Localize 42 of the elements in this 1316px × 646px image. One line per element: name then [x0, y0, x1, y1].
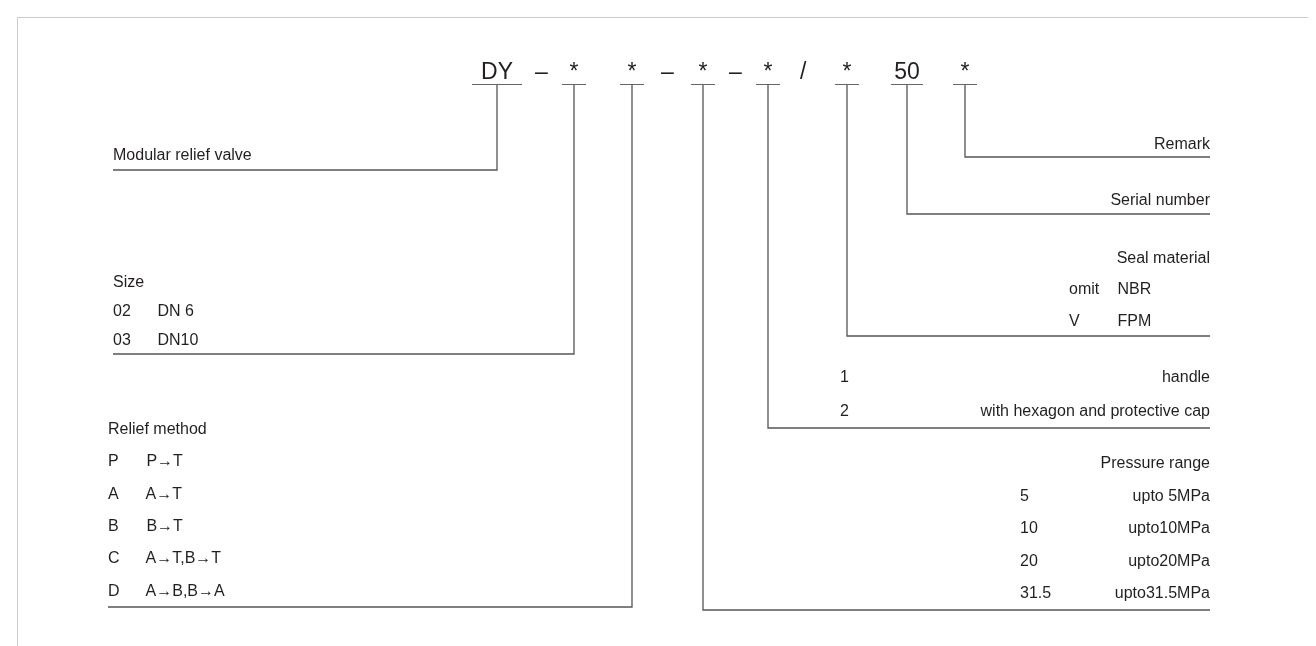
option-row-text: 03 DN10 [113, 330, 200, 350]
option-row-text: A A→T [108, 483, 183, 504]
option-row-text: 10 upto10MPa [1020, 518, 1210, 539]
leader-line [112, 84, 498, 171]
option-row-text: 31.5 upto31.5MPa [1020, 583, 1210, 604]
section-heading: Pressure range [1099, 453, 1210, 473]
option-row-text: D A→B,B→A [108, 580, 226, 601]
section-heading: Seal material [1115, 248, 1210, 268]
leader-line [702, 84, 1211, 611]
description-text: Serial number [1109, 190, 1210, 210]
code-segment: * [835, 58, 859, 85]
code-segment: * [691, 58, 715, 85]
option-row-text: 2 with hexagon and protective cap [840, 401, 1210, 421]
code-segment: 50 [891, 58, 923, 85]
option-row-text: P P→T [108, 451, 184, 472]
separator-symbol: / [800, 58, 807, 84]
code-segment: DY [472, 58, 522, 85]
separator-symbol: – [729, 58, 742, 84]
option-row-text: omit NBR [1069, 279, 1153, 300]
option-row-text: C A→T,B→T [108, 548, 223, 569]
section-heading: Relief method [108, 419, 208, 439]
description-text: Remark [1153, 134, 1210, 154]
leader-line [112, 84, 575, 355]
code-segment: * [620, 58, 644, 85]
code-segment: * [756, 58, 780, 85]
option-row-text: 5 upto 5MPa [1020, 485, 1210, 506]
code-segment: * [562, 58, 586, 85]
option-row-text: 02 DN 6 [113, 301, 195, 321]
leader-line [107, 84, 633, 608]
leader-line [964, 84, 1211, 158]
option-row-text: 20 upto20MPa [1020, 550, 1210, 571]
code-segment: * [953, 58, 977, 85]
section-heading: Size [113, 272, 146, 292]
separator-symbol: – [535, 58, 548, 84]
leader-line [846, 84, 1211, 337]
leader-line [767, 84, 1211, 429]
leader-line [906, 84, 1211, 215]
option-row-text: 1 handle [840, 367, 1210, 387]
option-row-text: B B→T [108, 516, 184, 536]
description-text: Modular relief valve [113, 145, 253, 165]
option-row-text: V FPM [1069, 310, 1153, 331]
separator-symbol: – [661, 58, 674, 84]
